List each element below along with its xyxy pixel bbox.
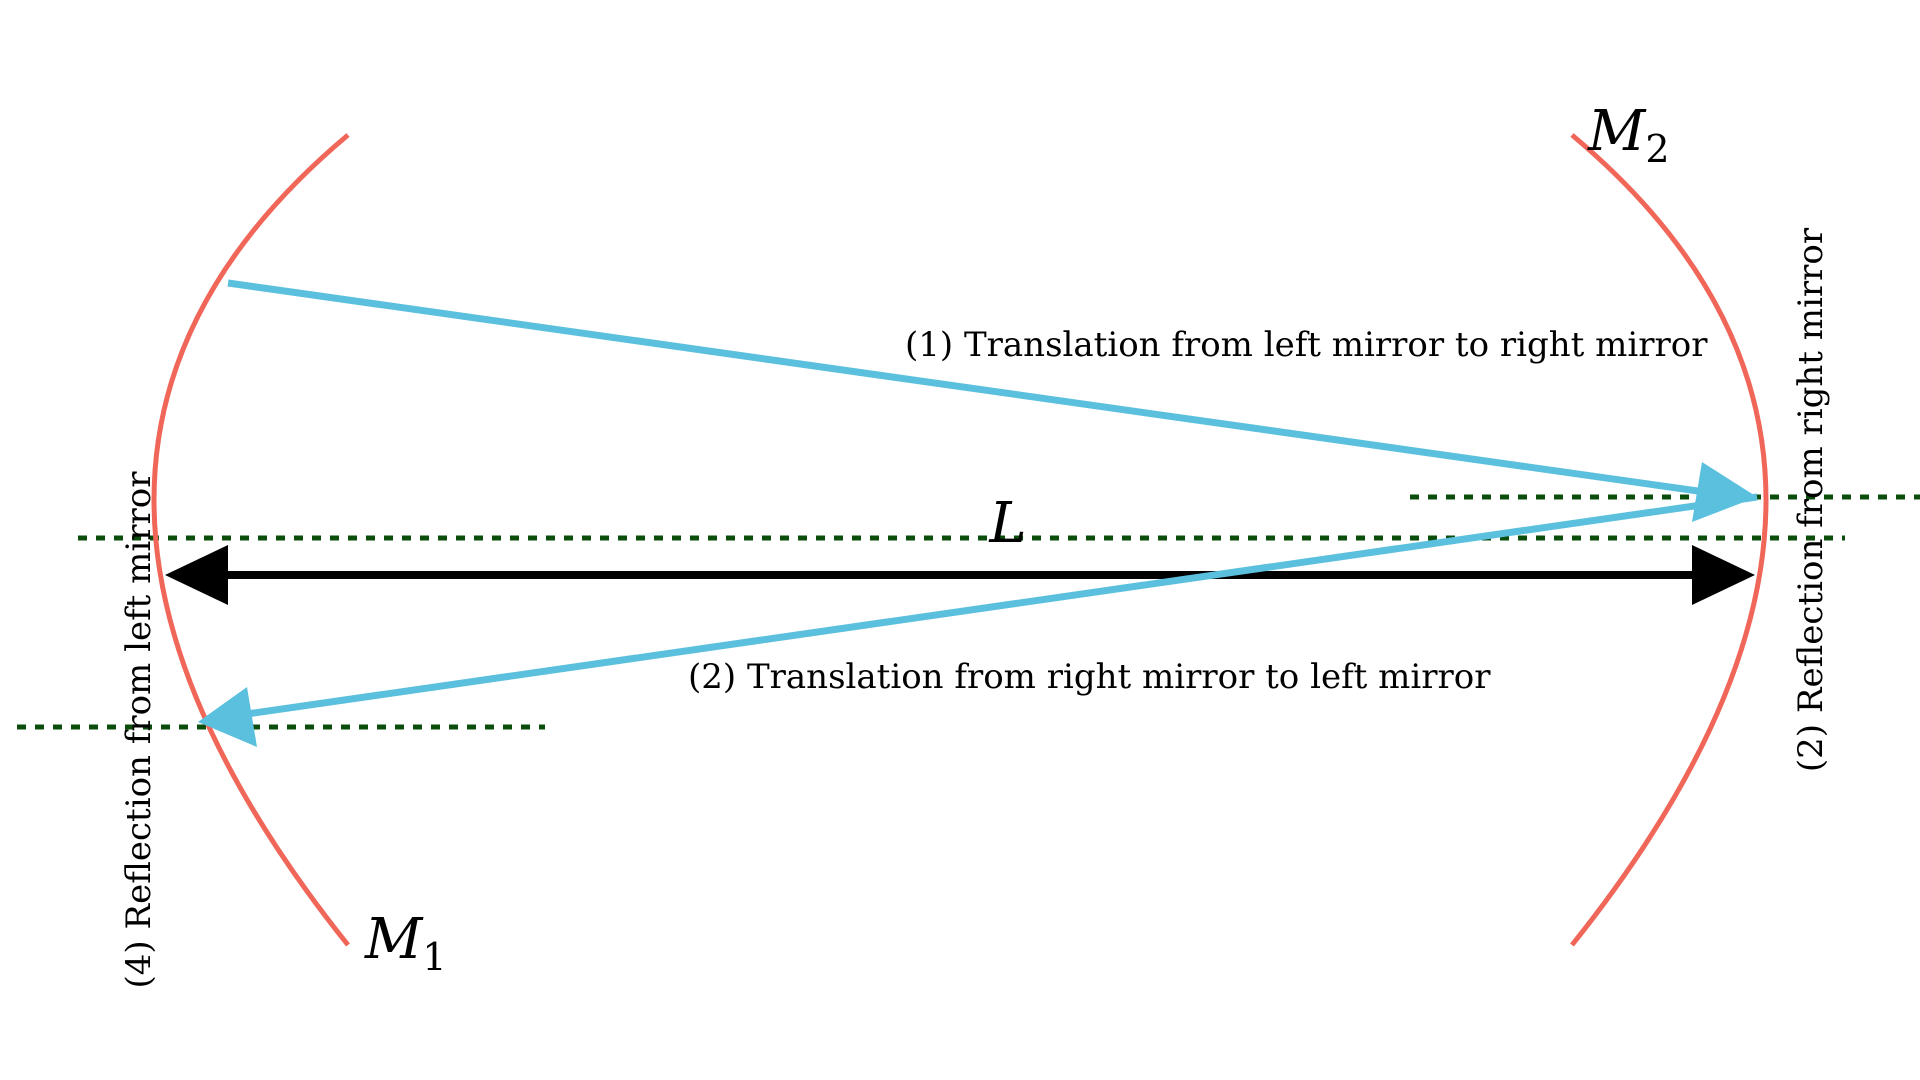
mirror-left-label: M1 bbox=[364, 907, 447, 979]
ray-translation-2 bbox=[239, 493, 1758, 719]
mirror-right-label: M2 bbox=[1587, 99, 1670, 171]
length-arrowhead-right bbox=[1692, 545, 1755, 605]
mirror-right-subscript: 2 bbox=[1645, 127, 1669, 171]
length-arrowhead-left bbox=[165, 545, 228, 605]
reflection-left-label: (4) Reflection from left mirror bbox=[119, 471, 159, 989]
ray-1-arrowhead bbox=[1692, 462, 1757, 522]
ray-2-arrowhead bbox=[198, 687, 257, 747]
translation-1-label: (1) Translation from left mirror to righ… bbox=[905, 325, 1708, 365]
translation-2-label: (2) Translation from right mirror to lef… bbox=[688, 657, 1491, 697]
mirror-left-letter: M bbox=[364, 907, 424, 972]
mirror-left-subscript: 1 bbox=[422, 935, 446, 979]
reflection-right-label: (2) Reflection from right mirror bbox=[1791, 227, 1831, 772]
mirror-right bbox=[1570, 133, 1769, 947]
ray-translation-1 bbox=[227, 279, 1713, 497]
length-label: L bbox=[988, 491, 1026, 556]
mirror-left bbox=[151, 133, 350, 947]
mirror-right-letter: M bbox=[1587, 99, 1647, 164]
